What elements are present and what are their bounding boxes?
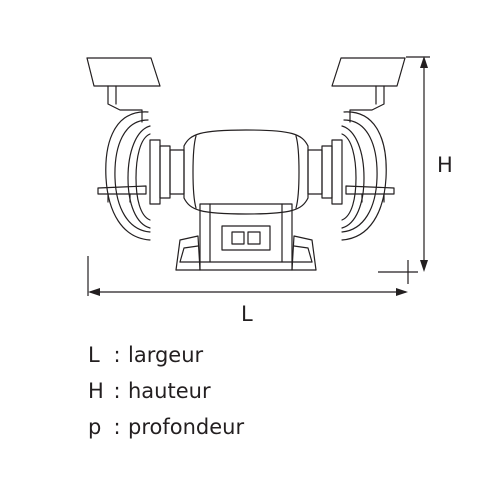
legend-separator: : bbox=[113, 415, 121, 439]
left-flange bbox=[150, 140, 160, 204]
switch-button-left bbox=[232, 232, 244, 244]
width-arrow-right bbox=[396, 288, 408, 296]
legend-text: hauteur bbox=[128, 379, 211, 403]
pedestal bbox=[200, 204, 292, 270]
right-tool-rest bbox=[346, 186, 394, 194]
switch-panel bbox=[222, 226, 270, 250]
right-wheel-guard bbox=[342, 112, 386, 240]
height-label: H bbox=[437, 153, 453, 177]
legend-symbol: L bbox=[88, 343, 100, 367]
legend-item-width: L: largeur bbox=[88, 340, 244, 376]
right-eye-shield bbox=[332, 58, 405, 86]
width-label: L bbox=[241, 302, 253, 326]
legend-separator: : bbox=[113, 379, 121, 403]
motor-housing bbox=[184, 130, 308, 214]
height-arrow-top bbox=[420, 56, 428, 68]
legend-text: largeur bbox=[128, 343, 204, 367]
switch-button-right bbox=[248, 232, 260, 244]
legend-item-height: H: hauteur bbox=[88, 376, 244, 412]
right-wheel-assembly bbox=[308, 58, 405, 240]
legend-item-depth: p: profondeur bbox=[88, 412, 244, 448]
left-tool-rest bbox=[98, 186, 146, 194]
height-arrow-bottom bbox=[420, 260, 428, 272]
width-arrow-left bbox=[88, 288, 100, 296]
left-wheel bbox=[128, 126, 150, 228]
legend-symbol: p bbox=[88, 415, 102, 439]
legend-text: profondeur bbox=[128, 415, 245, 439]
base-left-foot bbox=[176, 236, 200, 270]
dimension-legend: L: largeur H: hauteur p: profondeur bbox=[88, 340, 244, 448]
legend-separator: : bbox=[113, 343, 121, 367]
left-wheel-assembly bbox=[87, 58, 184, 240]
height-dimension: H bbox=[378, 56, 453, 284]
motor-body bbox=[184, 130, 308, 214]
left-wheel-guard bbox=[106, 112, 150, 240]
legend-symbol: H bbox=[88, 379, 104, 403]
right-shield-arm bbox=[350, 86, 384, 122]
base-right-foot bbox=[292, 236, 316, 270]
right-wheel bbox=[342, 126, 364, 228]
width-dimension: L bbox=[88, 256, 408, 326]
left-shield-arm bbox=[108, 86, 142, 122]
bench-grinder-diagram: H L bbox=[0, 56, 453, 326]
grinder-base bbox=[176, 204, 316, 270]
left-eye-shield bbox=[87, 58, 160, 86]
right-flange bbox=[332, 140, 342, 204]
